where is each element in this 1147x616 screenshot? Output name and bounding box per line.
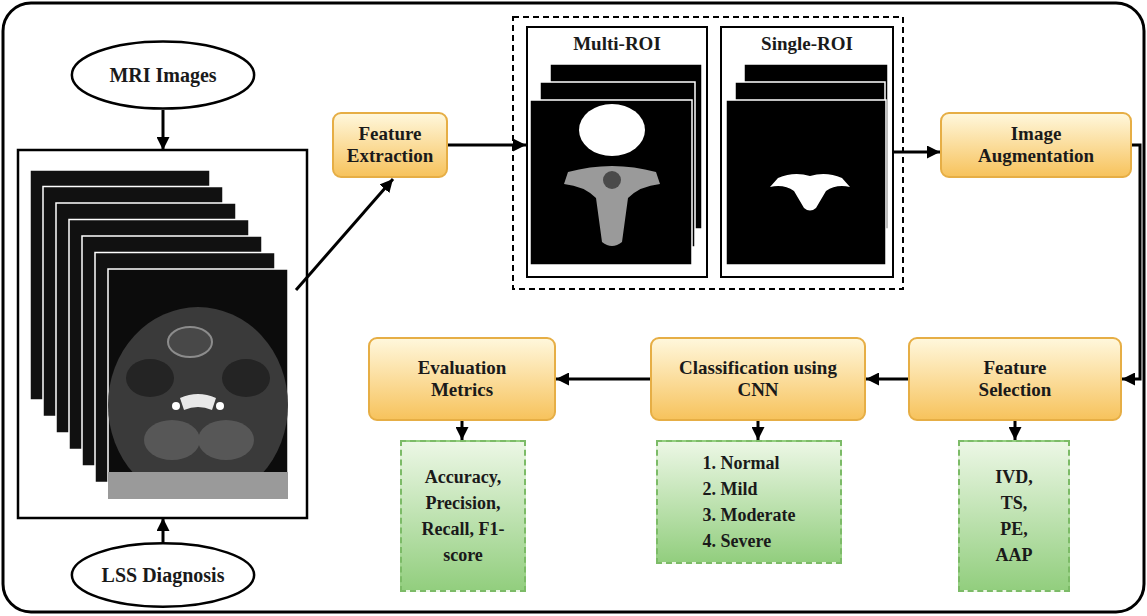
flow-arrow [556,378,650,381]
flow-arrow [894,151,940,154]
mri-disc [168,327,212,357]
flow-arrow [1122,145,1140,379]
node-label: LSS Diagnosis [102,564,225,587]
posterior-mask [564,166,660,246]
mri-anatomy [108,307,288,499]
node-label: Classification using CNN [660,357,856,401]
process-box: Feature Extraction [332,112,448,178]
roi-slice [726,100,886,265]
canal-mask [770,174,850,211]
node-label: Evaluation Metrics [402,357,522,401]
mri-facet [172,402,180,410]
ellipse-shape [72,41,254,108]
mri-stack [30,170,288,503]
list-item: 3. Moderate [703,502,796,528]
input-arrow [162,110,165,150]
process-box: Evaluation Metrics [368,337,556,421]
node-label: Feature Selection [955,357,1075,401]
panel-heading: Multi-ROI [573,33,661,55]
node-label: IVD, TS, PE, AAP [986,464,1042,568]
input-arrow [162,518,165,542]
flow-arrow [1014,421,1017,440]
disc-mask [579,104,645,156]
text-column: 1. Normal2. Mild3. Moderate4. Severe [703,450,796,554]
mri-muscle [222,359,270,397]
flow-arrow [461,421,464,440]
input-ellipse: MRI Images [70,40,256,110]
process-box: Image Augmentation [940,112,1132,178]
flow-arrow [296,179,393,290]
canal-mask [603,171,621,189]
node-label: Feature Extraction [340,123,440,167]
result-box: 1. Normal2. Mild3. Moderate4. Severe [656,440,842,564]
roi-group-frame [513,17,903,289]
list-item: 1. Normal [703,450,780,476]
result-box: Accuracy, Precision, Recall, F1-score [400,440,526,592]
flow-arrow [866,378,908,381]
list-item: 4. Severe [703,528,772,554]
panel-heading: Single-ROI [761,33,853,55]
flow-arrow [757,421,760,440]
mri-facet [216,402,224,410]
mri-fat-layer [108,472,288,499]
input-ellipse: LSS Diagnosis [70,542,256,608]
process-box: Feature Selection [908,337,1122,421]
node-label: Accuracy, Precision, Recall, F1-score [413,464,513,568]
node-label: Image Augmentation [966,123,1106,167]
list-item: 2. Mild [703,476,758,502]
result-box: IVD, TS, PE, AAP [958,440,1070,592]
mri-muscle [126,359,174,397]
roi-slice [530,100,692,265]
mri-canal [180,394,216,410]
mri-body [108,307,288,499]
multi-roi-stack [530,64,702,265]
image-panel: Multi-ROI [526,26,708,278]
image-panel: Single-ROI [720,26,894,278]
image-stack-frame [18,150,307,518]
node-label: MRI Images [109,64,216,87]
outer-frame [3,3,1144,612]
ellipse-shape [72,543,254,606]
single-roi-stack [726,64,888,265]
panel-ground [720,26,894,278]
mri-muscle [144,420,200,460]
flow-arrow [448,144,526,147]
mri-muscle [198,420,254,460]
panel-ground [526,26,708,278]
process-box: Classification using CNN [650,337,866,421]
